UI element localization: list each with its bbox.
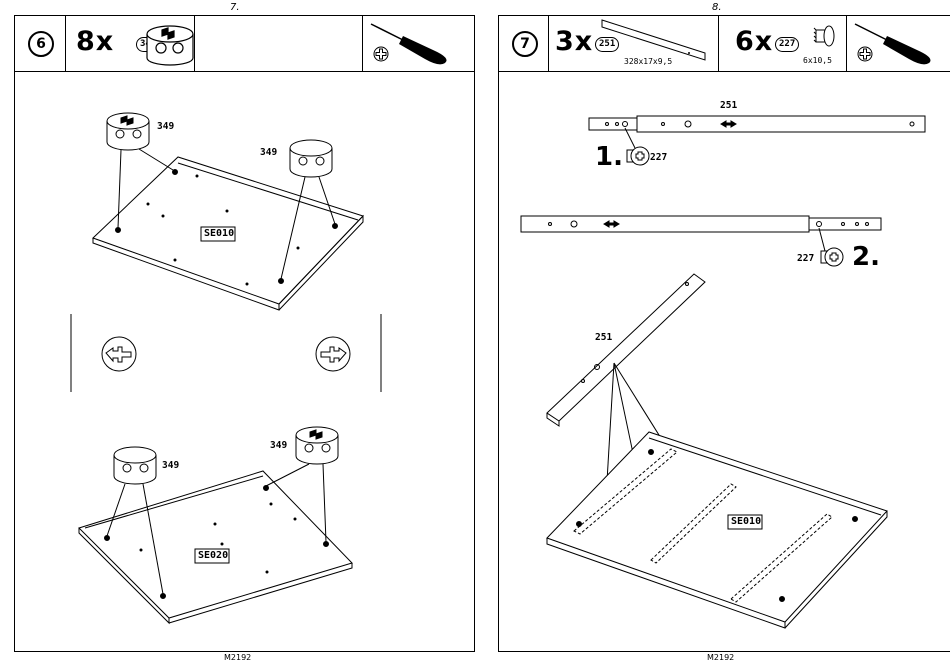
screw-227-icon xyxy=(627,147,649,165)
callout-349: 349 xyxy=(260,147,277,158)
page-footer: M2192 xyxy=(224,653,251,662)
callout-227: 227 xyxy=(650,152,667,163)
page-footer: M2192 xyxy=(707,653,734,662)
callout-227: 227 xyxy=(797,253,814,264)
cam-lock-349-icon xyxy=(296,427,338,464)
step-1-number: 1. xyxy=(595,142,623,172)
step-2-number: 2. xyxy=(852,242,880,272)
callout-251: 251 xyxy=(595,332,612,343)
screw-227-icon xyxy=(821,248,843,266)
panel-label: SE010 xyxy=(731,516,761,527)
page-number: 8. xyxy=(712,2,722,13)
callout-349: 349 xyxy=(157,121,174,132)
panel-se020-bottom xyxy=(79,471,352,623)
panel-assembly-diagram xyxy=(15,16,476,653)
instruction-page-right: 7 3x 251 328x17x9,5 6x 227 6x10,5 xyxy=(498,15,950,652)
panel-label: SE010 xyxy=(204,228,234,239)
cam-rotate-right-icon xyxy=(316,337,350,371)
callout-349: 349 xyxy=(270,440,287,451)
cam-lock-349-icon xyxy=(290,140,332,177)
panel-label: SE020 xyxy=(198,550,228,561)
drawer-rail-angled xyxy=(547,274,705,426)
drawer-rail-step1 xyxy=(589,116,925,132)
callout-349: 349 xyxy=(162,460,179,471)
cam-rotate-left-icon xyxy=(102,337,136,371)
panel-se010 xyxy=(547,432,887,628)
callout-251: 251 xyxy=(720,100,737,111)
drawer-rail-step2 xyxy=(521,216,881,232)
cam-lock-349-icon xyxy=(107,113,149,150)
instruction-page-left: 6 8x 349 xyxy=(14,15,475,652)
cam-lock-349-icon xyxy=(114,447,156,484)
rail-assembly-diagram xyxy=(499,16,950,653)
page-number: 7. xyxy=(230,2,240,13)
